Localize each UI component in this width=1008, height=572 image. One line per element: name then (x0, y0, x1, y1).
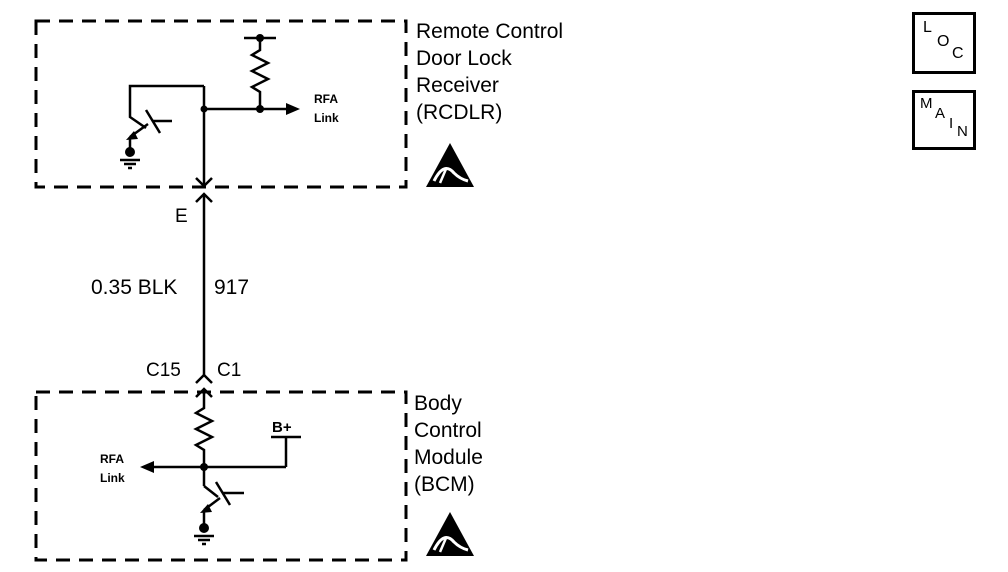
connector-e-female-icon (195, 177, 213, 188)
rcdlr-ground-icon (120, 147, 140, 170)
rcdlr-link-label-line2: Link (314, 111, 339, 125)
rcdlr-name-line2: Door Lock (416, 47, 512, 70)
main-button[interactable]: M A I N (912, 90, 976, 150)
wire-gauge-color: 0.35 BLK (91, 276, 177, 299)
rcdlr-boundary (34, 19, 408, 189)
bcm-esd-warning-icon (424, 510, 476, 558)
connector-e-label: E (175, 206, 188, 227)
connector-c15-male-icon (195, 373, 213, 384)
rcdlr-esd-warning-icon (424, 141, 476, 189)
bcm-pullup-resistor-icon (193, 389, 215, 467)
rcdlr-transistor-icon (126, 84, 204, 152)
bcm-supply-label: B+ (272, 419, 292, 436)
bcm-name-line1: Body (414, 392, 462, 415)
main-letter-n: N (957, 123, 968, 140)
rcdlr-name-line1: Remote Control (416, 20, 563, 43)
rcdlr-pullup-resistor-icon (244, 34, 276, 113)
rcdlr-name-line3: Receiver (416, 74, 499, 97)
rcdlr-link-label-line1: RFA (314, 92, 338, 106)
loc-letter-c: C (952, 45, 964, 62)
wire-circuit-number: 917 (214, 276, 249, 299)
rcdlr-component: RFA Link Remote Control Door Lock Receiv… (34, 19, 563, 189)
main-letter-i: I (949, 115, 954, 132)
main-letter-a: A (935, 105, 946, 122)
circuit-917-wire: E 0.35 BLK 917 C15 C1 (91, 177, 249, 398)
bcm-name-line2: Control (414, 419, 482, 442)
connector-c1-label: C1 (217, 360, 241, 381)
bcm-link-arrow-icon (140, 461, 154, 473)
bcm-ground-icon (194, 523, 214, 546)
loc-letter-o: O (937, 33, 950, 50)
bcm-name-line3: Module (414, 446, 483, 469)
main-letter-m: M (920, 95, 933, 112)
bcm-name-line4: (BCM) (414, 473, 475, 496)
loc-letter-l: L (923, 19, 932, 36)
bcm-boundary (34, 390, 408, 562)
rcdlr-link-arrow-icon (286, 103, 300, 115)
rcdlr-name-line4: (RCDLR) (416, 101, 502, 124)
bcm-component: B+ RFA Link Body Control Module (BCM) (34, 389, 483, 562)
connector-c15-label: C15 (146, 360, 181, 381)
bcm-transistor-icon (200, 467, 244, 528)
bcm-link-label-line1: RFA (100, 452, 124, 466)
bcm-link-label-line2: Link (100, 471, 125, 485)
loc-button[interactable]: L O C (912, 12, 976, 74)
